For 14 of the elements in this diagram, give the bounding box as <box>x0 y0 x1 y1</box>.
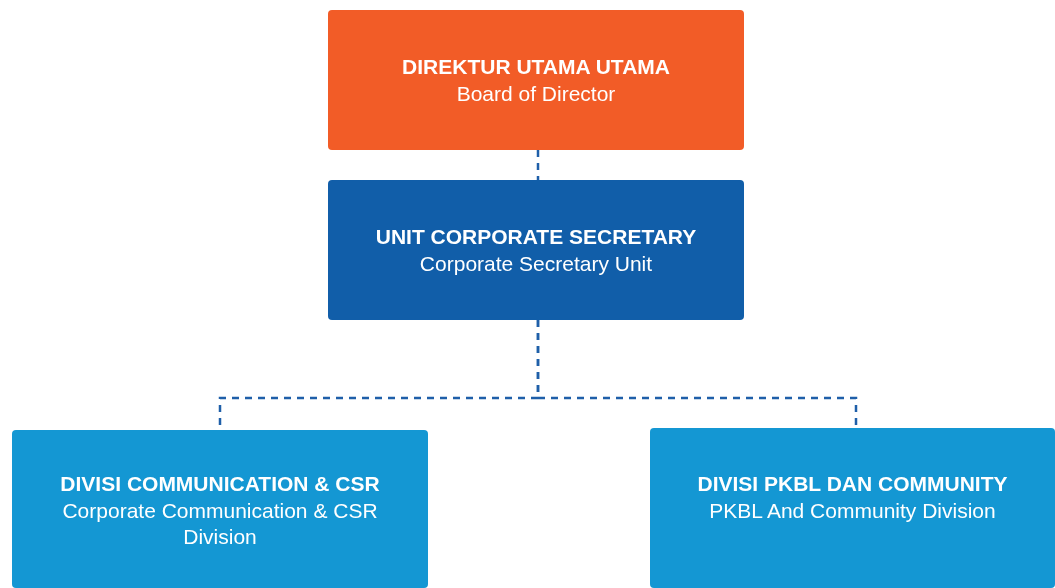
org-unit-box <box>328 10 744 150</box>
unit-title: DIVISI COMMUNICATION & CSR <box>60 471 380 497</box>
connector-line <box>536 150 540 180</box>
org-unit-box <box>328 180 744 320</box>
unit-title: DIREKTUR UTAMA UTAMA <box>402 54 670 80</box>
unit-description: Corporate Secretary Unit <box>419 251 653 277</box>
unit-description: PKBL And Community Division <box>709 498 996 524</box>
unit-title: UNIT CORPORATE SECRETARY <box>375 224 697 250</box>
unit-description: Corporate Communication & CSR Division <box>61 498 379 550</box>
unit-description: Board of Director <box>456 81 616 107</box>
connector-line <box>536 320 858 428</box>
unit-title: DIVISI PKBL DAN COMMUNITY <box>697 471 1008 497</box>
org-unit-box <box>12 430 428 588</box>
org-unit-box <box>650 428 1055 588</box>
